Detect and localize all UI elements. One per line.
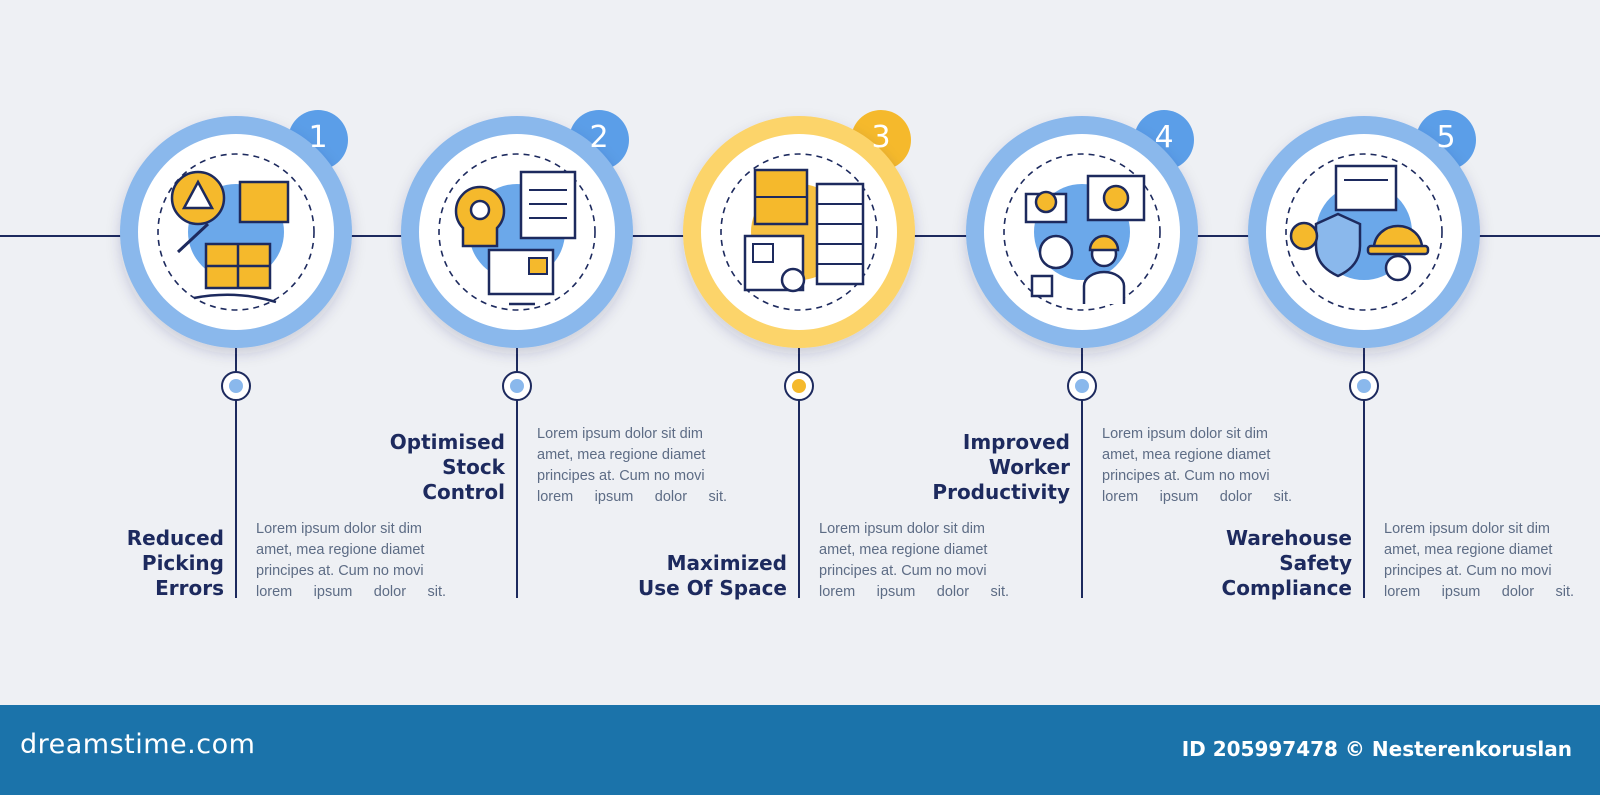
brand-logo: dreamstime.com	[20, 729, 256, 760]
footer: dreamstime.com ID 205997478 © Nesterenko…	[0, 705, 1600, 795]
description-line: lorem ipsum dolor sit.	[1102, 489, 1292, 505]
description-line: lorem ipsum dolor sit.	[256, 584, 446, 600]
step-title-line: Improved	[962, 430, 1070, 454]
step-title-line: Optimised	[389, 430, 505, 454]
step-description: Lorem ipsum dolor sit dim amet, mea regio…	[1102, 424, 1292, 508]
step-description: Lorem ipsum dolor sit dim amet, mea regio…	[1384, 519, 1574, 603]
dashed-orbit	[157, 153, 315, 311]
description-line: Lorem ipsum dolor sit dim	[1384, 521, 1550, 537]
step-description: Lorem ipsum dolor sit dim amet, mea regio…	[537, 424, 727, 508]
description-line: amet, mea regione diamet	[537, 447, 706, 463]
step-description: Lorem ipsum dolor sit dim amet, mea regio…	[256, 519, 446, 603]
stock-control-icon	[454, 170, 577, 306]
description-line: lorem ipsum dolor sit.	[1384, 584, 1574, 600]
description-line: amet, mea regione diamet	[819, 542, 988, 558]
step-title-line: Worker	[988, 455, 1070, 479]
step-title-line: Use Of Space	[638, 576, 787, 600]
description-line: lorem ipsum dolor sit.	[537, 489, 727, 505]
warehouse-picking-icon	[170, 170, 290, 304]
step-4	[966, 110, 1198, 598]
step-description: Lorem ipsum dolor sit dim amet, mea regio…	[819, 519, 1009, 603]
step-title-line: Safety	[1279, 551, 1352, 575]
step-title-line: Control	[422, 480, 505, 504]
image-credit: ID 205997478 © Nesterenkoruslan	[1181, 737, 1572, 761]
worker-productivity-icon	[1024, 174, 1146, 304]
step-number: 5	[1436, 120, 1456, 155]
dashed-orbit	[1003, 153, 1161, 311]
description-line: amet, mea regione diamet	[1384, 542, 1553, 558]
timeline-node-dot	[510, 379, 524, 393]
description-line: principes at. Cum no movi	[819, 563, 987, 579]
step-1	[120, 110, 352, 598]
space-planning-icon	[743, 168, 865, 293]
description-line: lorem ipsum dolor sit.	[819, 584, 1009, 600]
dashed-orbit	[1285, 153, 1443, 311]
description-line: amet, mea regione diamet	[256, 542, 425, 558]
description-line: Lorem ipsum dolor sit dim	[819, 521, 985, 537]
step-title-line: Stock	[442, 455, 505, 479]
step-title-line: Picking	[141, 551, 224, 575]
description-line: principes at. Cum no movi	[1102, 468, 1270, 484]
description-line: principes at. Cum no movi	[256, 563, 424, 579]
dashed-orbit	[438, 153, 596, 311]
dashed-orbit	[720, 153, 878, 311]
safety-risk-icon	[1289, 164, 1430, 282]
timeline-node-dot	[792, 379, 806, 393]
step-title-line: Reduced	[126, 526, 224, 550]
description-line: amet, mea regione diamet	[1102, 447, 1271, 463]
step-title-line: Compliance	[1221, 576, 1352, 600]
step-2	[401, 110, 633, 598]
step-number: 2	[589, 120, 609, 155]
step-number: 4	[1154, 120, 1174, 155]
timeline-node-dot	[1075, 379, 1089, 393]
description-line: principes at. Cum no movi	[1384, 563, 1552, 579]
timeline-node-dot	[229, 379, 243, 393]
step-title-line: Maximized	[666, 551, 787, 575]
description-line: principes at. Cum no movi	[537, 468, 705, 484]
step-5	[1248, 110, 1480, 598]
step-number: 1	[308, 120, 328, 155]
timeline-art	[0, 110, 1600, 598]
description-line: Lorem ipsum dolor sit dim	[537, 426, 703, 442]
step-title-line: Errors	[155, 576, 224, 600]
timeline-node-dot	[1357, 379, 1371, 393]
description-line: Lorem ipsum dolor sit dim	[256, 521, 422, 537]
step-title-line: Warehouse	[1226, 526, 1352, 550]
step-number: 3	[871, 120, 891, 155]
step-title-line: Productivity	[932, 480, 1070, 504]
description-line: Lorem ipsum dolor sit dim	[1102, 426, 1268, 442]
step-3	[683, 110, 915, 598]
